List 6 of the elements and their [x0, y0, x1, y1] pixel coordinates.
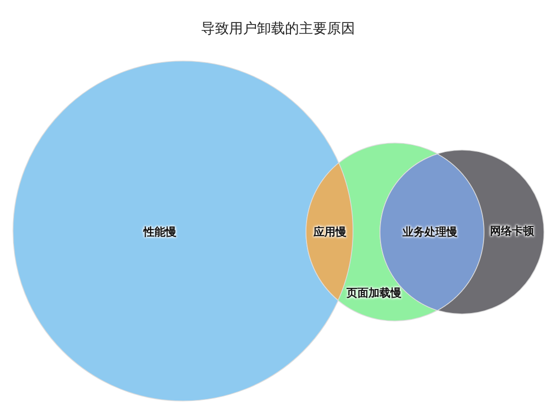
region-label: 页面加载慢	[346, 286, 402, 300]
region-label: 应用慢	[314, 224, 346, 240]
chart-title: 导致用户卸载的主要原因	[200, 20, 356, 38]
region-label: 性能慢	[144, 224, 176, 240]
region-label: 网络卡顿	[490, 224, 534, 238]
region-label: 业务处理慢	[402, 224, 458, 240]
